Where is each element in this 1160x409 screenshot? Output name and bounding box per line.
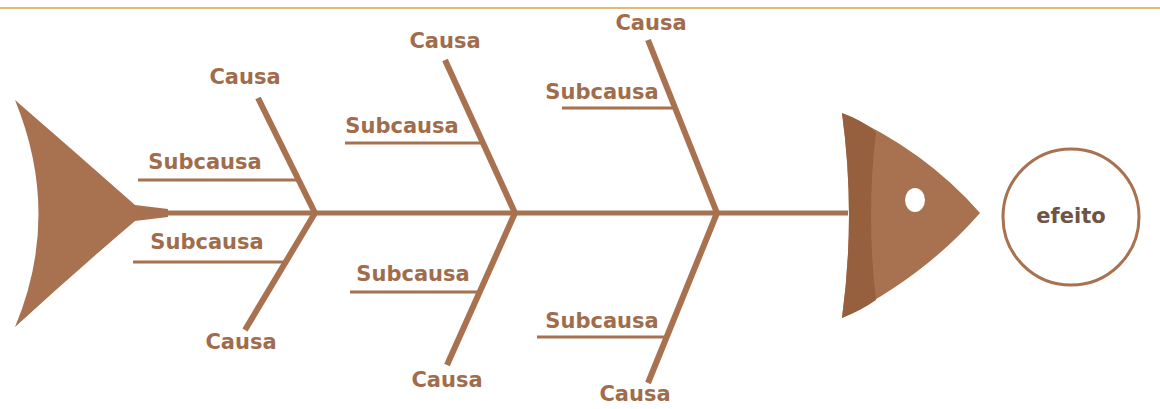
subcause-bone (133, 261, 286, 264)
subcause-bone (345, 142, 483, 145)
subcause-label: Subcausa (356, 263, 469, 286)
cause-label: Causa (599, 383, 670, 406)
subcause-bone (138, 179, 299, 182)
label-text: Causa (209, 65, 280, 89)
cause-label: Causa (209, 66, 280, 89)
cause-bones (245, 40, 717, 383)
label-text: Causa (409, 29, 480, 53)
cause-bone (258, 98, 315, 213)
cause-label: Causa (409, 30, 480, 53)
effect-text-holder: efeito (1001, 147, 1141, 287)
subcause-bone (350, 291, 480, 294)
label-text: Causa (599, 382, 670, 406)
cause-bone (447, 213, 515, 365)
fish-eye (905, 188, 925, 212)
fish-head-shade (842, 113, 876, 318)
subcause-label: Subcausa (150, 231, 263, 254)
label-text: Causa (205, 330, 276, 354)
cause-label: Causa (615, 12, 686, 35)
subcause-bones (133, 108, 675, 337)
fish-head (842, 113, 980, 318)
effect-circle-shape (1003, 149, 1139, 285)
label-text: Subcausa (545, 80, 658, 104)
cause-label: Causa (411, 369, 482, 392)
subcause-bone (562, 107, 675, 110)
subcause-label: Subcausa (345, 115, 458, 138)
effect-circle: efeito (1001, 147, 1141, 287)
label-text: Subcausa (150, 230, 263, 254)
label-text: Subcausa (345, 114, 458, 138)
cause-bone (648, 40, 717, 213)
fish-spine (135, 211, 848, 216)
label-text: Subcausa (545, 309, 658, 333)
label-text: Causa (615, 11, 686, 35)
cause-bone (648, 213, 717, 383)
subcause-label: Subcausa (148, 151, 261, 174)
label-text: Subcausa (148, 150, 261, 174)
top-rule (0, 7, 1160, 9)
subcause-label: Subcausa (545, 310, 658, 333)
effect-text: efeito (1036, 205, 1105, 228)
label-text: Subcausa (356, 262, 469, 286)
label-text: Causa (411, 368, 482, 392)
subcause-bone (537, 336, 669, 339)
subcause-label: Subcausa (545, 81, 658, 104)
cause-label: Causa (205, 331, 276, 354)
